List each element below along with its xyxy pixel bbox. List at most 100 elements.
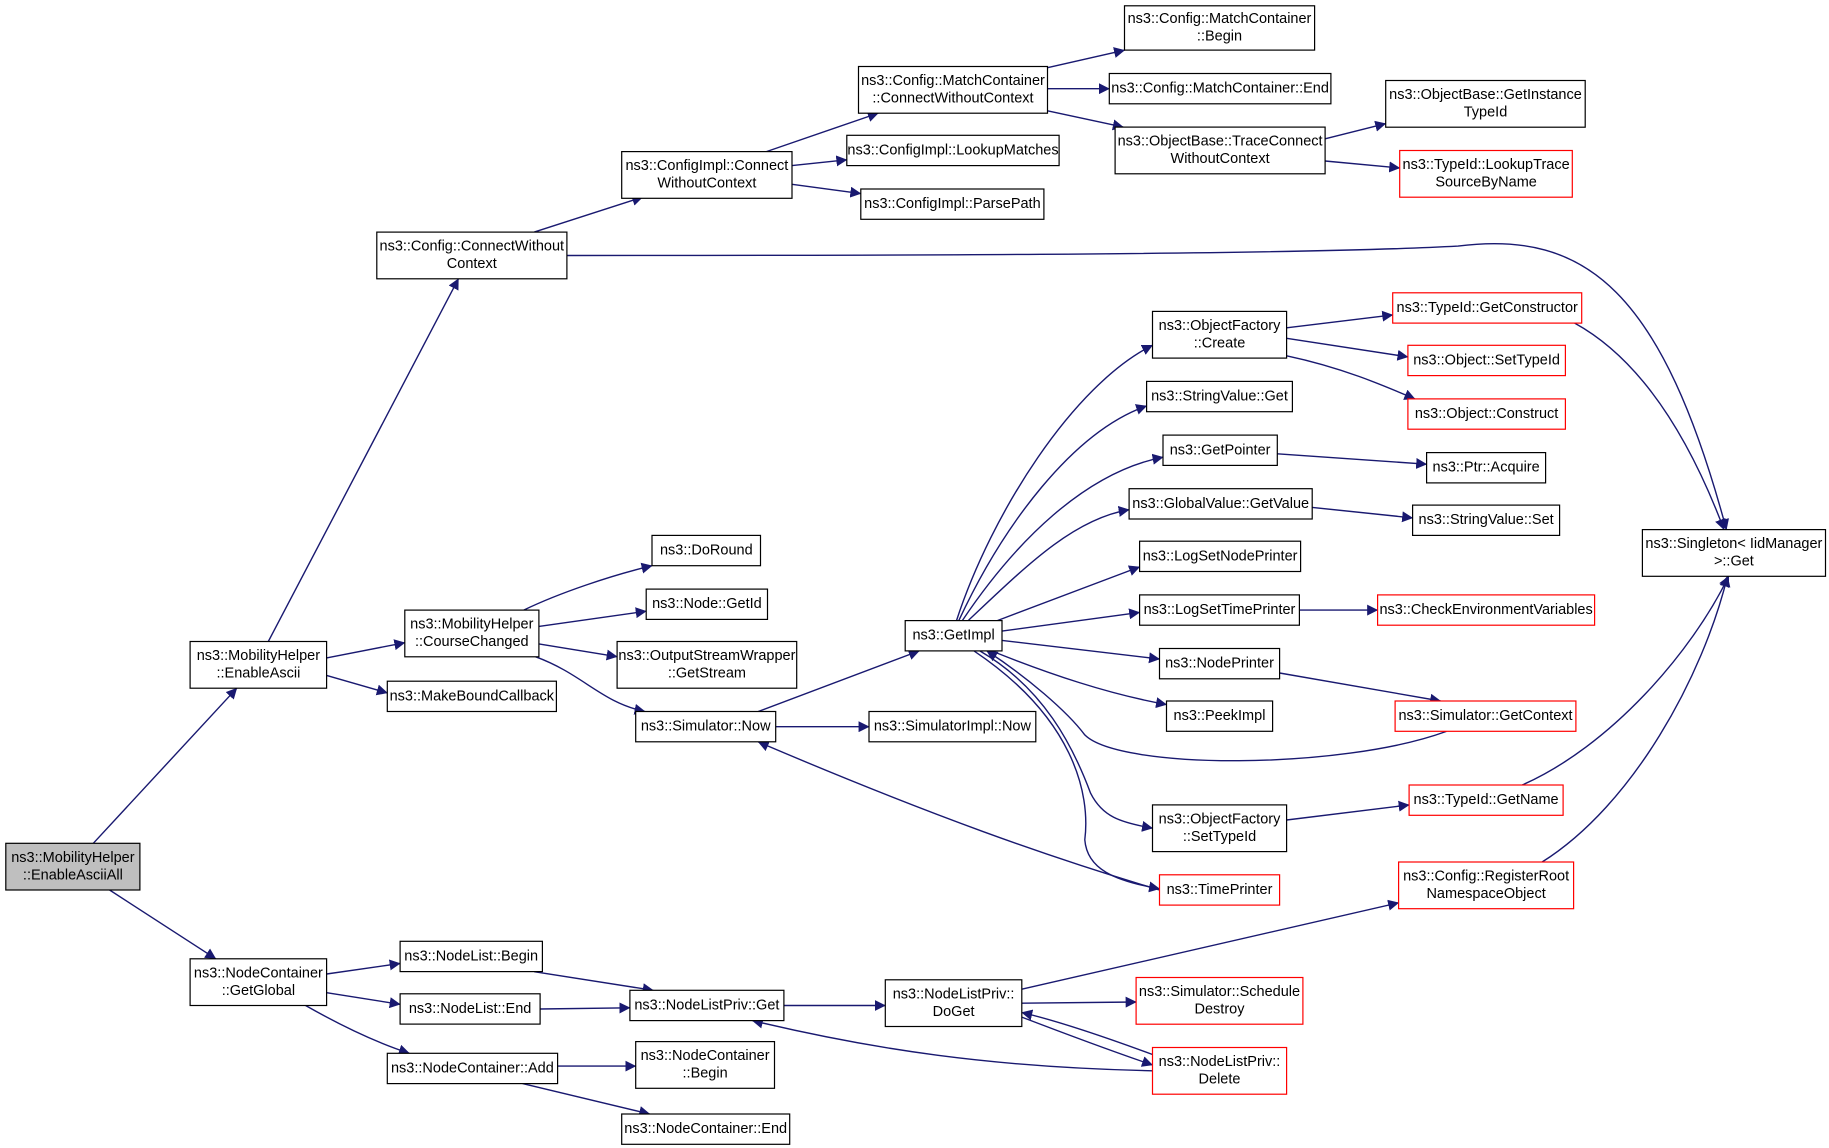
node-mcConnect[interactable]: ns3::Config::MatchContainer::ConnectWith…: [857, 65, 1049, 114]
node-label-line: ns3::StringValue::Get: [1151, 389, 1288, 405]
node-checkEnv[interactable]: ns3::CheckEnvironmentVariables: [1376, 594, 1596, 626]
node-label-line: ::CourseChanged: [415, 634, 529, 650]
edge-getImpl-to-gvGetValue: [967, 506, 1130, 622]
edge-getImpl-to-getPointer: [961, 453, 1164, 621]
node-label-line: ::EnableAsciiAll: [23, 867, 123, 883]
node-peekImpl[interactable]: ns3::PeekImpl: [1165, 700, 1274, 732]
node-label-line: ns3::Object::SetTypeId: [1413, 352, 1560, 368]
node-nodeGetId[interactable]: ns3::Node::GetId: [645, 588, 769, 620]
node-box: [189, 958, 328, 1007]
node-nlpDoGet[interactable]: ns3::NodeListPriv::DoGet: [884, 979, 1023, 1028]
node-traceConnect[interactable]: ns3::ObjectBase::TraceConnectWithoutCont…: [1114, 126, 1326, 175]
node-nlEnd[interactable]: ns3::NodeList::End: [399, 993, 541, 1025]
node-box: [635, 1040, 776, 1089]
edge-courseChanged-to-getStream: [538, 643, 618, 661]
node-lookupMatches[interactable]: ns3::ConfigImpl::LookupMatches: [846, 134, 1060, 167]
node-ncEnd[interactable]: ns3::NodeContainer::End: [621, 1113, 791, 1145]
node-simNow[interactable]: ns3::Simulator::Now: [635, 710, 777, 743]
edge-configConnect-to-singleton: [566, 242, 1729, 531]
node-box: [386, 680, 557, 713]
node-svSet[interactable]: ns3::StringValue::Set: [1411, 504, 1561, 537]
node-configConnect[interactable]: ns3::Config::ConnectWithoutContext: [376, 231, 568, 280]
node-label-line: ns3::ObjectFactory: [1159, 811, 1281, 827]
edge-courseChanged-to-nodeGetId: [538, 607, 647, 628]
node-logSetNode[interactable]: ns3::LogSetNodePrinter: [1138, 540, 1302, 573]
node-nodePrinter[interactable]: ns3::NodePrinter: [1158, 647, 1281, 680]
edge-gvGetValue-to-svSet: [1312, 506, 1414, 523]
node-box: [5, 842, 141, 891]
node-courseChanged[interactable]: ns3::MobilityHelper::CourseChanged: [404, 609, 540, 658]
node-label-line: WithoutContext: [657, 176, 756, 192]
node-label-line: Context: [447, 256, 497, 272]
node-mcBegin[interactable]: ns3::Config::MatchContainer::Begin: [1123, 5, 1316, 51]
node-label-line: ns3::Config::RegisterRoot: [1403, 869, 1569, 885]
node-box: [860, 188, 1045, 220]
node-ncAdd[interactable]: ns3::NodeContainer::Add: [386, 1052, 559, 1085]
node-parsePath[interactable]: ns3::ConfigImpl::ParsePath: [860, 188, 1045, 220]
node-logSetTime[interactable]: ns3::LogSetTimePrinter: [1138, 594, 1300, 626]
edge-root-to-getGlobal: [109, 889, 217, 960]
node-nlpDelete[interactable]: ns3::NodeListPriv::Delete: [1151, 1046, 1288, 1095]
node-enableAscii[interactable]: ns3::MobilityHelper::EnableAscii: [189, 640, 328, 689]
node-timePrinter[interactable]: ns3::TimePrinter: [1158, 874, 1281, 906]
node-box: [651, 534, 762, 567]
node-gvGetValue[interactable]: ns3::GlobalValue::GetValue: [1128, 488, 1313, 520]
node-label-line: DoGet: [933, 1004, 975, 1020]
edge-nlEnd-to-nlpGet: [540, 1002, 631, 1014]
node-getConstructor[interactable]: ns3::TypeId::GetConstructor: [1392, 292, 1583, 324]
node-simGetContext[interactable]: ns3::Simulator::GetContext: [1394, 700, 1577, 732]
node-getImpl[interactable]: ns3::GetImpl: [904, 619, 1003, 652]
node-box: [621, 1113, 791, 1145]
node-box: [1138, 540, 1302, 573]
node-objConstruct[interactable]: ns3::Object::Construct: [1407, 398, 1567, 430]
node-label-line: ns3::SimulatorImpl::Now: [874, 719, 1032, 735]
node-box: [1407, 398, 1567, 430]
node-doRound[interactable]: ns3::DoRound: [651, 534, 762, 567]
node-label-line: ns3::MakeBoundCallback: [390, 688, 555, 704]
edge-mcConnect-to-traceConnect: [1047, 110, 1124, 131]
node-label-line: ns3::Simulator::Now: [641, 719, 771, 735]
node-svGet[interactable]: ns3::StringValue::Get: [1145, 380, 1293, 413]
node-label-line: >::Get: [1714, 554, 1754, 570]
edge-implConnect-to-mcConnect: [766, 111, 879, 153]
edge-getImpl-to-ofCreate: [955, 344, 1153, 621]
node-implConnect[interactable]: ns3::ConfigImpl::ConnectWithoutContext: [621, 151, 793, 199]
node-ncBegin[interactable]: ns3::NodeContainer::Begin: [635, 1040, 776, 1089]
node-ofSetTypeId[interactable]: ns3::ObjectFactory::SetTypeId: [1151, 804, 1288, 853]
edge-configConnect-to-implConnect: [533, 195, 644, 233]
node-getPointer[interactable]: ns3::GetPointer: [1162, 434, 1278, 467]
edge-implConnect-to-lookupMatches: [791, 155, 848, 167]
node-objSetTypeId[interactable]: ns3::Object::SetTypeId: [1407, 344, 1567, 377]
node-label-line: ns3::PeekImpl: [1174, 708, 1266, 724]
node-label-line: ::SetTypeId: [1183, 829, 1256, 845]
node-getStream[interactable]: ns3::OutputStreamWrapper::GetStream: [616, 640, 798, 689]
node-nlBegin[interactable]: ns3::NodeList::Begin: [399, 940, 544, 973]
node-box: [404, 609, 540, 658]
node-singleton[interactable]: ns3::Singleton< IidManager>::Get: [1641, 528, 1827, 577]
node-label-line: ns3::LogSetNodePrinter: [1143, 548, 1298, 564]
node-simImplNow[interactable]: ns3::SimulatorImpl::Now: [868, 710, 1037, 743]
node-label-line: SourceByName: [1435, 175, 1537, 191]
node-getGlobal[interactable]: ns3::NodeContainer::GetGlobal: [189, 958, 328, 1007]
node-label-line: NamespaceObject: [1426, 886, 1545, 902]
node-label-line: ns3::DoRound: [660, 543, 753, 559]
node-box: [1145, 380, 1293, 413]
edge-mcConnect-to-mcBegin: [1047, 47, 1126, 69]
node-makeBound[interactable]: ns3::MakeBoundCallback: [386, 680, 557, 713]
node-label-line: ns3::ObjectFactory: [1159, 318, 1281, 334]
node-ofCreate[interactable]: ns3::ObjectFactory::Create: [1151, 310, 1288, 359]
node-box: [1123, 5, 1316, 51]
node-nlpGet[interactable]: ns3::NodeListPriv::Get: [629, 989, 785, 1022]
node-box: [1138, 594, 1300, 626]
node-mcEnd[interactable]: ns3::Config::MatchContainer::End: [1108, 72, 1332, 105]
node-box: [1385, 79, 1586, 128]
edge-ofCreate-to-getConstructor: [1286, 310, 1394, 329]
node-ptrAcquire[interactable]: ns3::Ptr::Acquire: [1425, 452, 1547, 484]
node-typeGetName[interactable]: ns3::TypeId::GetName: [1408, 784, 1564, 816]
node-box: [1162, 434, 1278, 467]
node-box: [1399, 149, 1573, 198]
